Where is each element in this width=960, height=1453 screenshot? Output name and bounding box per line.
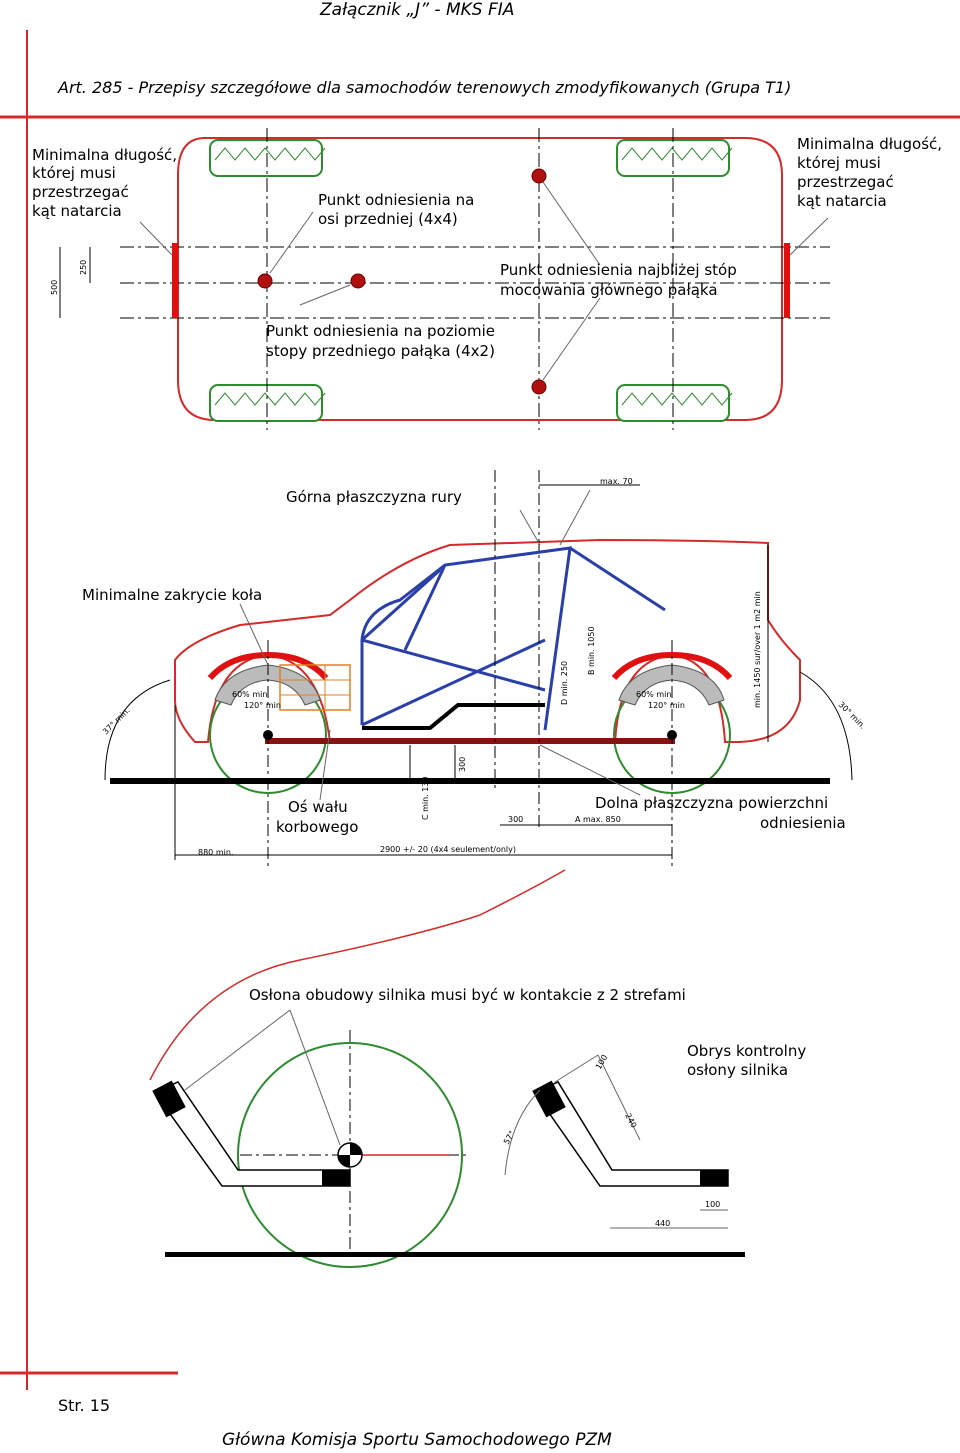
- dim-max70: max. 70: [600, 477, 633, 486]
- wheel-cover-label: Minimalne zakrycie koła: [82, 586, 262, 604]
- svg-text:korbowego: korbowego: [276, 818, 358, 836]
- dim-d: D min. 250: [560, 661, 569, 705]
- ref-point-main-hoop-bottom: [531, 379, 547, 395]
- svg-text:przestrzegać: przestrzegać: [797, 173, 894, 191]
- left-note-line4: kąt natarcia: [32, 202, 122, 220]
- dim-500: 500: [50, 280, 59, 295]
- angle-rear: 30° min.: [837, 700, 868, 731]
- dim-300v: 300: [458, 757, 467, 772]
- svg-text:mocowania głównego pałąka: mocowania głównego pałąka: [500, 281, 718, 299]
- left-note-line2: której musi: [32, 164, 116, 182]
- svg-text:przestrzegać: przestrzegać: [32, 183, 129, 201]
- arc-120-rear: 120° min: [648, 701, 685, 710]
- document-footer: Główna Komisja Sportu Samochodowego PZM: [222, 1430, 612, 1450]
- arc-60-front: 60% min: [232, 690, 267, 699]
- front-red-bar: [172, 243, 178, 318]
- svg-text:Punkt odniesienia na: Punkt odniesienia na: [318, 191, 474, 209]
- right-note-line1: Minimalna długość,: [797, 135, 942, 153]
- top-view-diagram: 500 250 Minimalna długość, której musi p…: [32, 128, 942, 430]
- crankshaft-line1: Oś wału: [288, 798, 348, 816]
- front-hoop-ref-line2: stopy przedniego pałąka (4x2): [266, 342, 495, 360]
- rear-wheel-cover-arc: [611, 651, 733, 681]
- front-axle-ref-line2: osi przedniej (4x4): [318, 210, 458, 228]
- dim-880: 880 min.: [198, 848, 233, 857]
- engine-body-outline: [149, 869, 566, 1081]
- front-wheel-cover-arc: [207, 651, 329, 681]
- chassis-reference-bar: [265, 738, 675, 744]
- right-note-line3: przestrzegać: [797, 173, 894, 191]
- side-body-outline: [174, 538, 801, 743]
- crankshaft-line2: korbowego: [276, 818, 358, 836]
- svg-text:osi przedniej (4x4): osi przedniej (4x4): [318, 210, 458, 228]
- top-body-outline: [177, 137, 783, 421]
- svg-text:osłony silnika: osłony silnika: [687, 1061, 788, 1079]
- outline-note-line1: Obrys kontrolny: [687, 1042, 806, 1060]
- engine-zone-box: [279, 664, 351, 711]
- closest-ref-line1: Punkt odniesienia najbliżej stóp: [500, 261, 737, 279]
- document-header: Załącznik „J” - MKS FIA: [320, 0, 515, 20]
- lower-plane-line1: Dolna płaszczyzna powierzchni: [595, 794, 828, 812]
- engine-ground-line: [165, 1252, 745, 1257]
- svg-text:odniesienia: odniesienia: [760, 814, 846, 832]
- svg-text:Punkt odniesienia najbliżej st: Punkt odniesienia najbliżej stóp: [500, 261, 737, 279]
- ref-point-main-hoop-top: [531, 168, 547, 184]
- engine-guard-diagram: 100 240 100 440 57° Osłona obudowy silni…: [149, 869, 806, 1268]
- ground-line: [110, 778, 830, 784]
- article-title: Art. 285 - Przepisy szczegółowe dla samo…: [58, 78, 792, 97]
- svg-text:Punkt odniesienia na poziomie: Punkt odniesienia na poziomie: [266, 322, 495, 340]
- roll-cage: [360, 546, 666, 731]
- side-view-diagram: max. 70 880 min. 2900 +/- 20 (4x4 seulem…: [82, 470, 867, 870]
- svg-text:kąt natarcia: kąt natarcia: [32, 202, 122, 220]
- svg-text:kąt natarcia: kąt natarcia: [797, 192, 887, 210]
- svg-text:Dolna płaszczyzna powierzchni: Dolna płaszczyzna powierzchni: [595, 794, 828, 812]
- ref-point-front-axle: [257, 273, 273, 289]
- page-number: Str. 15: [58, 1396, 111, 1415]
- svg-text:której musi: której musi: [797, 154, 881, 172]
- dim-right-vert: min. 1450 sur/over 1 m2 min: [753, 591, 762, 708]
- arc-60-rear: 60% min: [636, 690, 671, 699]
- lower-plane-line2: odniesienia: [760, 814, 846, 832]
- right-guard-profile: [539, 1081, 729, 1187]
- dim-a: A max. 850: [575, 815, 621, 824]
- dim-wheelbase: 2900 +/- 20 (4x4 seulement/only): [380, 845, 516, 854]
- dim-250: 250: [79, 260, 88, 275]
- svg-text:której musi: której musi: [32, 164, 116, 182]
- angle-front: 37° min.: [101, 706, 132, 737]
- engine-title: Osłona obudowy silnika musi być w kontak…: [249, 986, 686, 1004]
- svg-text:Minimalna długość,: Minimalna długość,: [32, 146, 177, 164]
- right-note-line4: kąt natarcia: [797, 192, 887, 210]
- front-hoop-ref-line1: Punkt odniesienia na poziomie: [266, 322, 495, 340]
- dim-c: C min. 130: [421, 776, 430, 820]
- upper-plane-label: Górna płaszczyzna rury: [286, 488, 462, 506]
- ref-point-front-hoop: [350, 273, 366, 289]
- dim-b: B min. 1050: [587, 626, 596, 675]
- front-axle-ref-line1: Punkt odniesienia na: [318, 191, 474, 209]
- left-guard-profile: [159, 1081, 351, 1187]
- arc-120-front: 120° min: [244, 701, 281, 710]
- svg-text:Oś wału: Oś wału: [288, 798, 348, 816]
- engine-view-wheel: [237, 1042, 463, 1268]
- top-wheel-front-left: [209, 139, 323, 177]
- dim-440: 440: [655, 1219, 670, 1228]
- svg-text:Minimalna długość,: Minimalna długość,: [797, 135, 942, 153]
- dim-100b: 100: [705, 1200, 720, 1209]
- dim-300h: 300: [508, 815, 523, 824]
- svg-text:stopy przedniego pałąka (4x2): stopy przedniego pałąka (4x2): [266, 342, 495, 360]
- rear-red-bar: [784, 243, 790, 318]
- closest-ref-line2: mocowania głównego pałąka: [500, 281, 718, 299]
- svg-text:Obrys kontrolny: Obrys kontrolny: [687, 1042, 806, 1060]
- left-note-line3: przestrzegać: [32, 183, 129, 201]
- top-wheel-front-right: [209, 384, 323, 422]
- outline-note-line2: osłony silnika: [687, 1061, 788, 1079]
- right-note-line2: której musi: [797, 154, 881, 172]
- dim-240: 240: [623, 1112, 638, 1130]
- left-note-line1: Minimalna długość,: [32, 146, 177, 164]
